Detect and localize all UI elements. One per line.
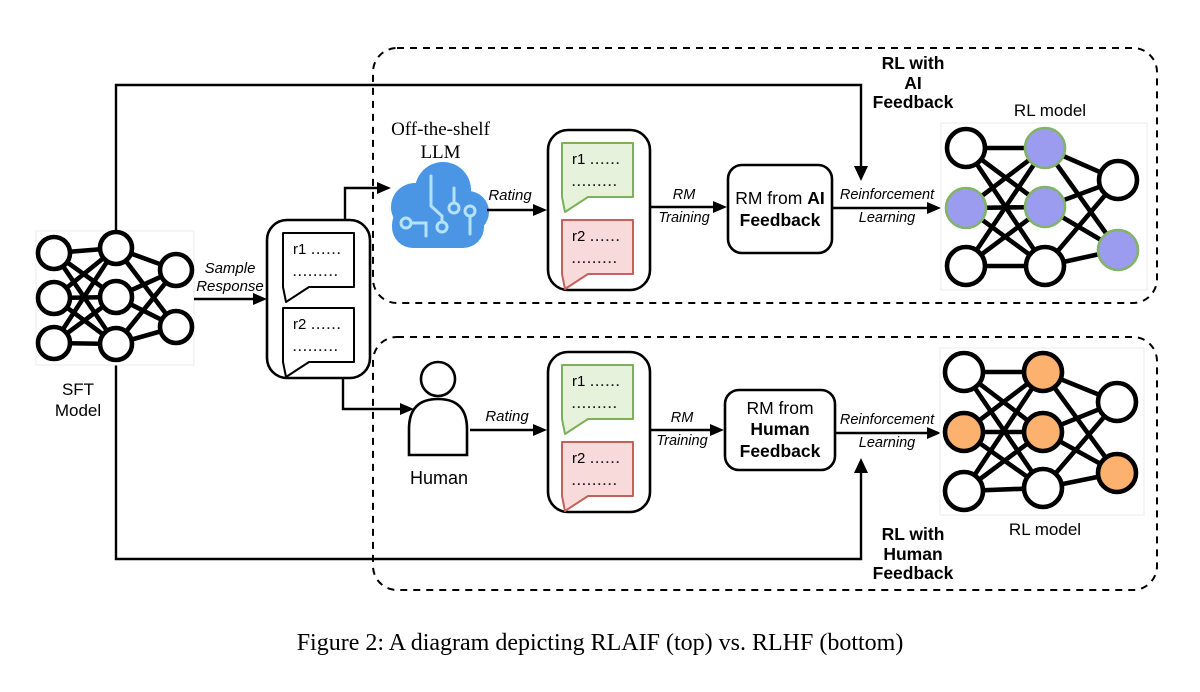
rated-bubble-r1-bottom [561, 364, 634, 435]
rm-training-arrow-bottom [650, 424, 724, 436]
rated-r1-text-bottom: r1...... ......... [572, 373, 622, 411]
sample-response-label: Sample Response [196, 260, 264, 296]
sft-model-label: SFT Model [54, 380, 102, 420]
reinforcement-arrow-bottom [835, 427, 941, 439]
to-human-arrow [341, 378, 414, 415]
rl-network-bottom [939, 347, 1145, 516]
response-r1-text: r1...... ......... [293, 241, 343, 279]
response-bubble-r1 [282, 232, 355, 303]
rm-training-arrow-top [650, 201, 727, 213]
rated-r1-text-top: r1...... ......... [572, 151, 622, 189]
rating-label-bottom: Rating [485, 408, 529, 425]
human-icon [407, 360, 469, 457]
human-label: Human [409, 468, 469, 488]
to-llm-arrow [343, 182, 391, 220]
figure-caption: Figure 2: A diagram depicting RLAIF (top… [296, 630, 904, 656]
response-bubble-r2 [282, 307, 355, 378]
reinforcement-label-bottom: Reinforcement Learning [839, 412, 935, 451]
sample-response-arrow [194, 293, 267, 305]
top-loop-arrow [114, 83, 868, 234]
rl-with-human-feedback-label: RL with Human Feedback [872, 524, 954, 583]
rlaif-dashed-box [372, 47, 1158, 304]
rl-with-ai-feedback-label: RL with AI Feedback [872, 53, 954, 112]
bottom-loop-arrow [114, 357, 868, 561]
rm-from-human-label: RM from Human Feedback [739, 397, 821, 461]
response-r2-text: r2...... ......... [293, 316, 343, 354]
rated-bubble-r2-bottom [561, 441, 634, 512]
rated-bubble-r1-top [561, 142, 634, 213]
rl-network-top [940, 122, 1148, 291]
rated-responses-top [546, 128, 652, 292]
rm-from-human-box [723, 388, 837, 472]
rating-label-top: Rating [488, 187, 532, 204]
rated-responses-bottom [546, 350, 652, 514]
rated-r2-text-bottom: r2...... ......... [572, 450, 622, 488]
sft-network [35, 229, 195, 366]
reinforcement-label-top: Reinforcement Learning [839, 187, 935, 226]
rating-arrow-bottom [470, 424, 547, 436]
rm-training-label-bottom: RM Training [656, 410, 708, 449]
rl-model-label-bottom: RL model [1008, 520, 1082, 539]
rl-model-label-top: RL model [1013, 101, 1087, 120]
rlhf-dashed-box [372, 336, 1158, 591]
response-container [265, 218, 372, 380]
off-the-shelf-llm-label: Off-the-shelf LLM [391, 119, 490, 163]
llm-cloud-icon [391, 162, 489, 248]
reinforcement-arrow-top [832, 202, 941, 214]
rating-arrow-top [487, 204, 547, 216]
rated-r2-text-top: r2...... ......... [572, 228, 622, 266]
rm-training-label-top: RM Training [658, 187, 710, 226]
rated-bubble-r2-top [561, 219, 634, 290]
